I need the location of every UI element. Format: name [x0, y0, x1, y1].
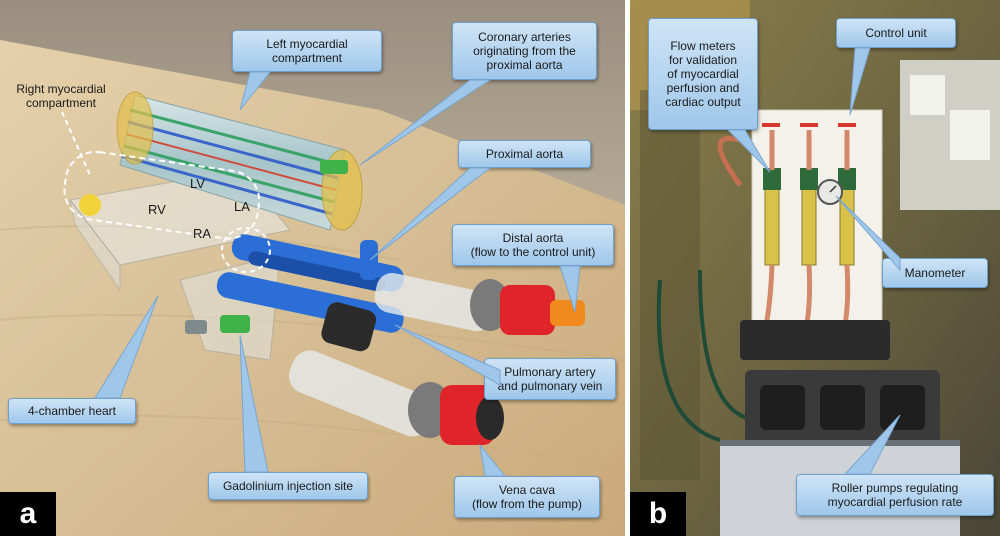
chamber-rv: RV	[148, 202, 166, 217]
callout-four-chamber-heart: 4-chamber heart	[8, 398, 136, 424]
callout-coronary-arteries: Coronary arteries originating from the p…	[452, 22, 597, 80]
callout-pulmonary: Pulmonary artery and pulmonary vein	[484, 358, 616, 400]
callout-roller-pumps: Roller pumps regulating myocardial perfu…	[796, 474, 994, 516]
callout-manometer: Manometer	[882, 258, 988, 288]
callout-left-myocardial: Left myocardial compartment	[232, 30, 382, 72]
callout-control-unit: Control unit	[836, 18, 956, 48]
callout-vena-cava: Vena cava (flow from the pump)	[454, 476, 600, 518]
chamber-lv: LV	[190, 176, 205, 191]
callout-flow-meters: Flow meters for validation of myocardial…	[648, 18, 758, 130]
panel-letter-b: b	[630, 492, 686, 536]
chamber-la: LA	[234, 199, 250, 214]
callout-proximal-aorta: Proximal aorta	[458, 140, 591, 168]
panel-a-photo	[0, 0, 626, 536]
label-right-myocardial: Right myocardial compartment	[16, 82, 106, 110]
callout-gadolinium: Gadolinium injection site	[208, 472, 368, 500]
callout-distal-aorta: Distal aorta (flow to the control unit)	[452, 224, 614, 266]
chamber-ra: RA	[193, 226, 212, 241]
panel-letter-a: a	[0, 492, 56, 536]
myocardial-cylinder	[116, 91, 363, 231]
